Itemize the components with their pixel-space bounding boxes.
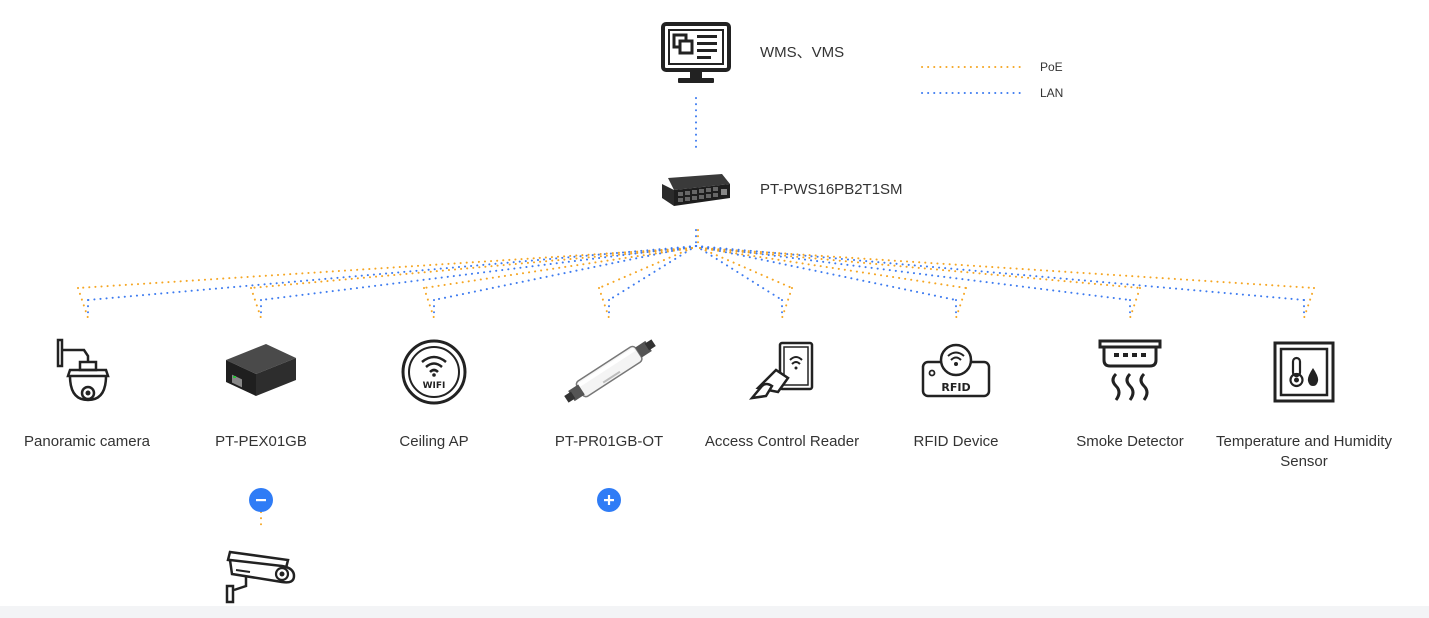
bullet-camera-icon <box>225 550 296 604</box>
device-label: Access Control Reader <box>704 433 860 450</box>
poe-repeater-icon <box>564 339 656 403</box>
poe-switch-icon <box>662 174 730 206</box>
poe-link <box>699 247 1315 289</box>
svg-text:RFID: RFID <box>941 381 970 394</box>
lan-link <box>608 245 697 301</box>
poe-link <box>1303 287 1315 319</box>
legend-poe-label: PoE <box>1040 60 1063 74</box>
server-label: WMS、VMS <box>760 44 845 61</box>
device-label: Smoke Detector <box>1076 433 1184 450</box>
poe-link <box>77 247 693 289</box>
poe-link <box>699 247 1141 289</box>
lan-link <box>695 245 957 301</box>
ptz-camera-icon <box>56 338 110 402</box>
lan-link <box>260 245 697 301</box>
lan-link <box>695 245 783 301</box>
poe-link <box>423 287 435 319</box>
lan-link <box>87 245 697 301</box>
poe-link <box>955 287 967 319</box>
monitor-icon <box>661 22 731 83</box>
device-label: PT-PEX01GB <box>215 433 307 450</box>
poe-link <box>250 247 693 289</box>
poe-link <box>598 287 610 319</box>
poe-link <box>699 247 967 289</box>
device-label: Ceiling AP <box>399 433 469 450</box>
lan-link <box>695 245 1131 301</box>
poe-link <box>250 287 262 319</box>
wifi-ap-icon: WIFI <box>401 339 467 405</box>
lan-link <box>695 245 1305 301</box>
device-label: Panoramic camera <box>24 433 150 450</box>
svg-text:WIFI: WIFI <box>423 381 446 391</box>
smoke-detector-icon <box>1098 339 1162 401</box>
legend-lan-label: LAN <box>1040 86 1064 100</box>
lan-link <box>433 245 697 301</box>
temp-humidity-icon <box>1273 341 1335 403</box>
expand-button[interactable] <box>597 488 621 512</box>
poe-link <box>781 287 793 319</box>
rfid-icon: RFID <box>921 343 991 398</box>
card-reader-icon <box>748 341 814 400</box>
device-label: Temperature and Humidity Sensor <box>1216 433 1392 470</box>
poe-link <box>77 287 89 319</box>
device-label: RFID Device <box>913 433 999 450</box>
poe-link <box>423 247 693 289</box>
footer-strip <box>0 606 1429 618</box>
switch-label: PT-PWS16PB2T1SM <box>760 181 903 198</box>
poe-extender-icon <box>226 344 296 396</box>
poe-link <box>1129 287 1141 319</box>
collapse-button[interactable] <box>249 488 273 512</box>
poe-link <box>699 247 793 289</box>
device-label: PT-PR01GB-OT <box>554 433 664 450</box>
